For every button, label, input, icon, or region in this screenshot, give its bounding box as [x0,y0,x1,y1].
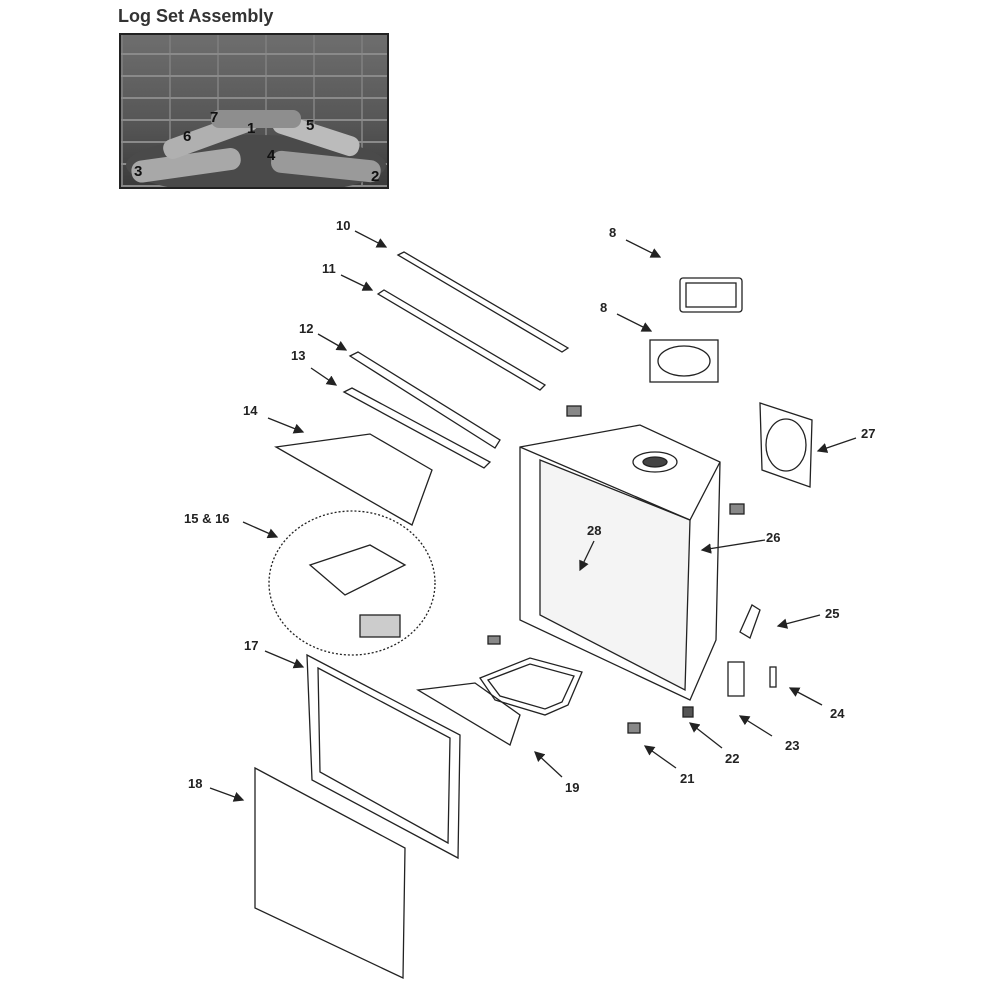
label-18: 18 [188,776,202,791]
label-28: 28 [587,523,601,538]
label-22: 22 [725,751,739,766]
small-bracket [729,503,745,515]
label-12: 12 [299,321,313,336]
part-17-frame [306,653,461,860]
part-27 [759,402,813,488]
log-label-5: 5 [306,117,315,134]
part-15-16-valve-group [268,510,436,656]
part-24 [769,666,777,688]
label-26: 26 [766,530,780,545]
label-27: 27 [861,426,875,441]
part-12 [348,351,501,449]
label-8-gasket: 8 [600,300,607,315]
log-set-photo: 7 6 1 5 4 3 2 [119,33,389,189]
part-25 [739,604,761,639]
part-21 [627,722,641,734]
part-22 [682,706,694,718]
label-10: 10 [336,218,350,233]
label-17: 17 [244,638,258,653]
logs-illustration [126,110,386,187]
label-19: 19 [565,780,579,795]
log-label-6: 6 [183,128,192,145]
leader-arrows [209,230,857,802]
part-8-cap [679,277,743,313]
part-14 [274,433,433,526]
label-15-16: 15 & 16 [184,511,230,526]
log-label-2: 2 [371,168,380,185]
small-bracket [487,635,501,645]
label-8-top: 8 [609,225,616,240]
label-23: 23 [785,738,799,753]
label-13: 13 [291,348,305,363]
label-24: 24 [830,706,845,721]
label-21: 21 [680,771,694,786]
label-25: 25 [825,606,839,621]
log-label-3: 3 [134,163,143,180]
part-23 [727,661,745,697]
part-18-glass [254,766,406,980]
part-13 [342,387,492,469]
part-8-gasket [649,339,719,383]
gasket [479,657,583,716]
label-14: 14 [243,403,258,418]
part-11 [376,289,547,391]
label-11: 11 [322,261,336,276]
log-label-7: 7 [210,109,219,126]
part-10 [396,251,570,353]
log-label-1: 1 [247,120,256,137]
small-bracket [566,405,582,417]
log-label-4: 4 [267,147,276,164]
diagram-title: Log Set Assembly [118,6,274,26]
